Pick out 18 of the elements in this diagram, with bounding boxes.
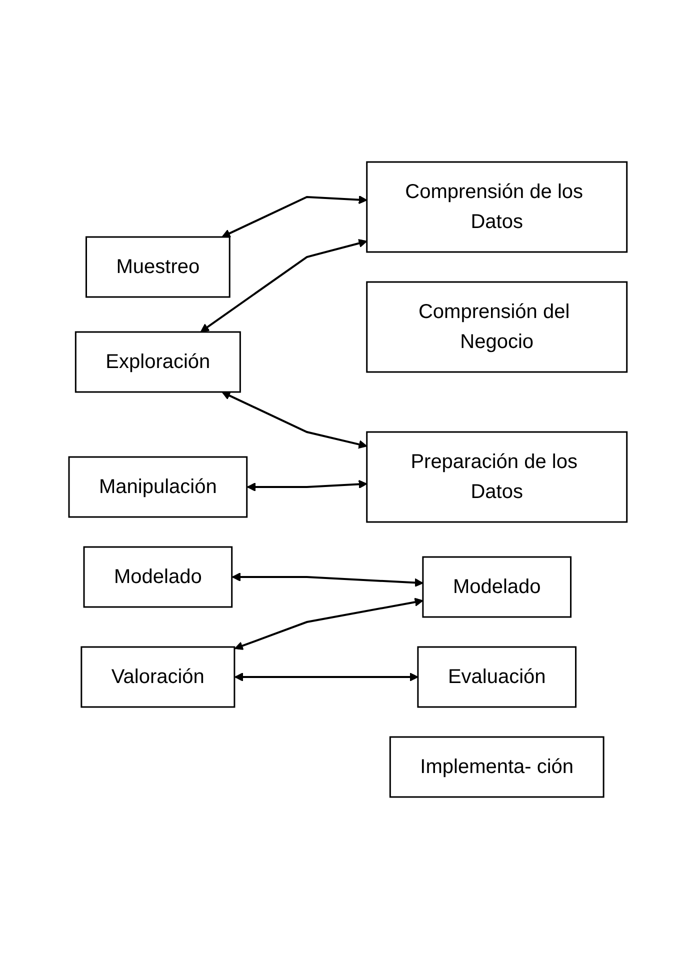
arrow [200,238,367,332]
node-box: Comprensión de los Datos [366,161,628,253]
arrow [221,195,367,238]
node-box: Valoración [80,646,235,708]
node-box: Modelado [422,556,572,618]
node-box: Implementa- ción [388,736,604,798]
arrow [234,672,418,682]
node-box: Muestreo [85,236,230,298]
arrow [231,572,423,588]
arrow [246,480,367,492]
node-box: Evaluación [416,646,576,708]
node-box: Comprensión del Negocio [366,281,628,373]
arrow [234,598,423,650]
node-box: Exploración [74,331,240,393]
node-box: Preparación de los Datos [366,431,628,523]
arrow [221,392,367,449]
node-box: Modelado [82,546,232,608]
node-box: Manipulación [68,456,248,518]
